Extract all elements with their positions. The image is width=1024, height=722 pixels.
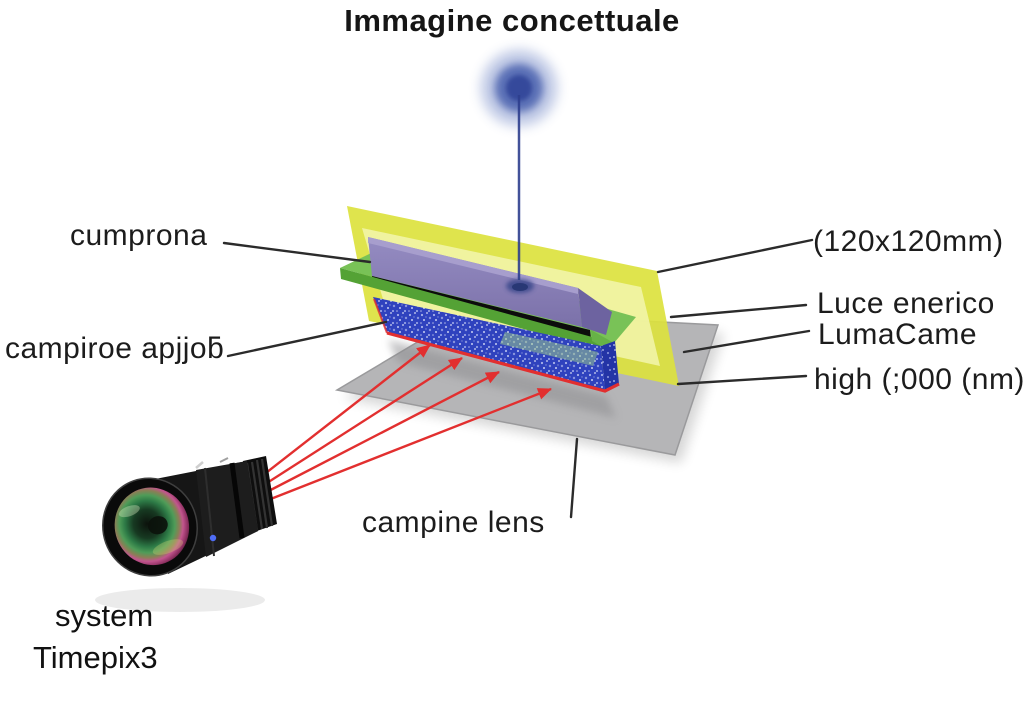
- sensor-red-edge: [386, 331, 620, 393]
- label-dimensions: (120x120mm): [813, 225, 1004, 258]
- blue-sensor-slab: [373, 297, 620, 393]
- leader-campiroe: [226, 320, 388, 358]
- leader-cumprona: [222, 241, 372, 264]
- label-system-line2: Timepix3: [33, 640, 158, 675]
- leader-camera: [682, 329, 811, 354]
- red-rays: [252, 344, 552, 504]
- leader-dimensions: [656, 238, 814, 274]
- title: Immagine concettuale: [344, 3, 680, 38]
- label-system-line1: system: [55, 598, 154, 633]
- label-wavelength: high (;000 (nm): [814, 363, 1024, 396]
- label-camera: LumaCame: [818, 318, 978, 351]
- leader-lens: [569, 437, 579, 519]
- leader-light: [669, 303, 808, 319]
- blue-beam: [481, 50, 557, 293]
- label-bottom-lens: campine lens: [362, 506, 545, 539]
- label-system: system Timepix3: [33, 598, 158, 676]
- lens-blue-dot: [209, 534, 217, 542]
- leader-lines: [222, 238, 814, 519]
- leader-wavelength: [676, 374, 808, 386]
- label-left-mid: campiroe apjjoƃ: [5, 332, 225, 365]
- label-light: Luce enerico: [817, 287, 995, 320]
- glass-reflection: [500, 332, 598, 366]
- camera-lens-illustration: [95, 456, 277, 612]
- label-left-top: cumprona: [70, 219, 208, 252]
